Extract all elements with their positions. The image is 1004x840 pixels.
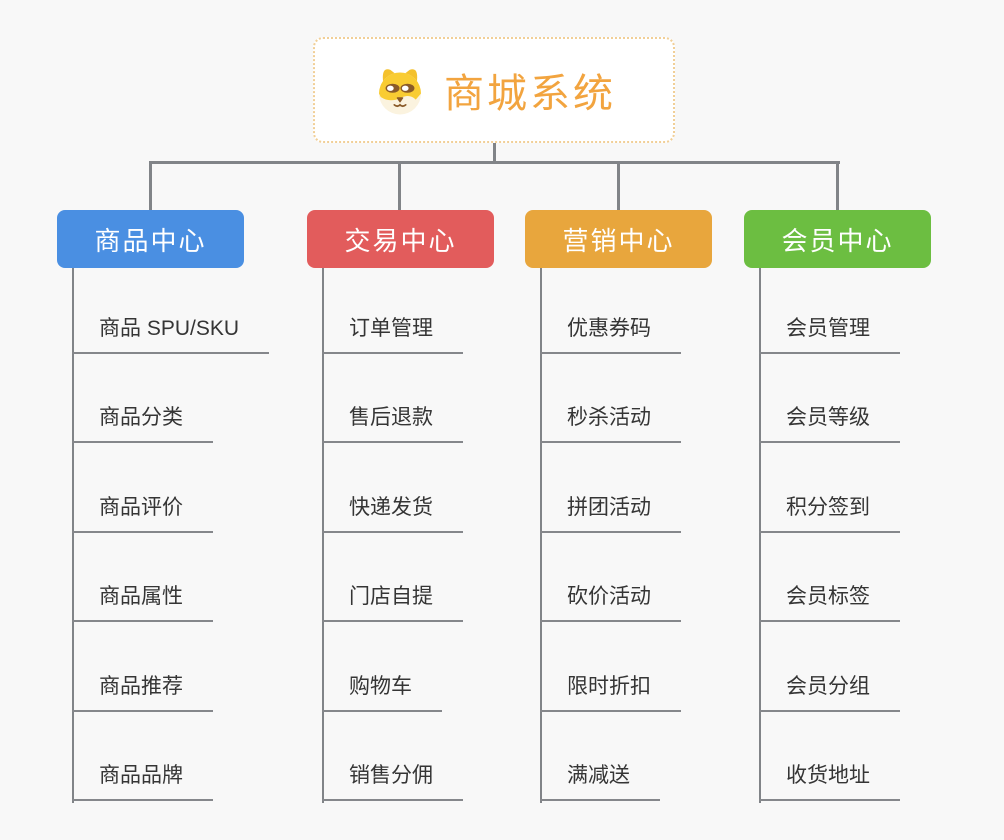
subtopic-item[interactable]: 秒杀活动 xyxy=(540,406,681,443)
branch-trade-center[interactable]: 交易中心 xyxy=(307,210,494,268)
branch-member-center[interactable]: 会员中心 xyxy=(744,210,931,268)
connector-drop-3 xyxy=(617,161,620,210)
subtopic-item[interactable]: 售后退款 xyxy=(322,406,463,443)
connector-drop-4 xyxy=(836,161,839,210)
subtopic-item[interactable]: 商品评价 xyxy=(72,496,213,533)
subtopic-item[interactable]: 销售分佣 xyxy=(322,764,463,801)
connector-spine-2 xyxy=(322,268,324,803)
branch-marketing-center[interactable]: 营销中心 xyxy=(525,210,712,268)
connector-spine-1 xyxy=(72,268,74,803)
subtopic-item[interactable]: 购物车 xyxy=(322,675,442,712)
subtopic-item[interactable]: 商品推荐 xyxy=(72,675,213,712)
dog-face-icon xyxy=(379,69,421,115)
subtopic-item[interactable]: 会员等级 xyxy=(759,406,900,443)
subtopic-item[interactable]: 商品品牌 xyxy=(72,764,213,801)
subtopic-item[interactable]: 商品属性 xyxy=(72,585,213,622)
branch-product-center[interactable]: 商品中心 xyxy=(57,210,244,268)
subtopic-item[interactable]: 订单管理 xyxy=(322,317,463,354)
subtopic-item[interactable]: 会员分组 xyxy=(759,675,900,712)
subtopic-item[interactable]: 快递发货 xyxy=(322,496,463,533)
connector-rail xyxy=(149,161,840,164)
connector-drop-2 xyxy=(398,161,401,210)
connector-drop-1 xyxy=(149,161,152,210)
subtopic-item[interactable]: 限时折扣 xyxy=(540,675,681,712)
subtopic-item[interactable]: 积分签到 xyxy=(759,496,900,533)
subtopic-item[interactable]: 会员管理 xyxy=(759,317,900,354)
subtopic-item[interactable]: 商品分类 xyxy=(72,406,213,443)
subtopic-item[interactable]: 收货地址 xyxy=(759,764,900,801)
subtopic-item[interactable]: 商品 SPU/SKU xyxy=(72,317,270,354)
subtopic-item[interactable]: 满减送 xyxy=(540,764,660,801)
subtopic-item[interactable]: 优惠券码 xyxy=(540,317,681,354)
subtopic-item[interactable]: 会员标签 xyxy=(759,585,900,622)
connector-spine-3 xyxy=(540,268,542,803)
subtopic-item[interactable]: 拼团活动 xyxy=(540,496,681,533)
subtopic-item[interactable]: 门店自提 xyxy=(322,585,463,622)
connector-root-stem xyxy=(493,143,496,163)
root-topic[interactable]: 商城系统 xyxy=(313,37,675,143)
connector-spine-4 xyxy=(759,268,761,803)
subtopic-item[interactable]: 砍价活动 xyxy=(540,585,681,622)
root-topic-title: 商城系统 xyxy=(444,72,616,116)
